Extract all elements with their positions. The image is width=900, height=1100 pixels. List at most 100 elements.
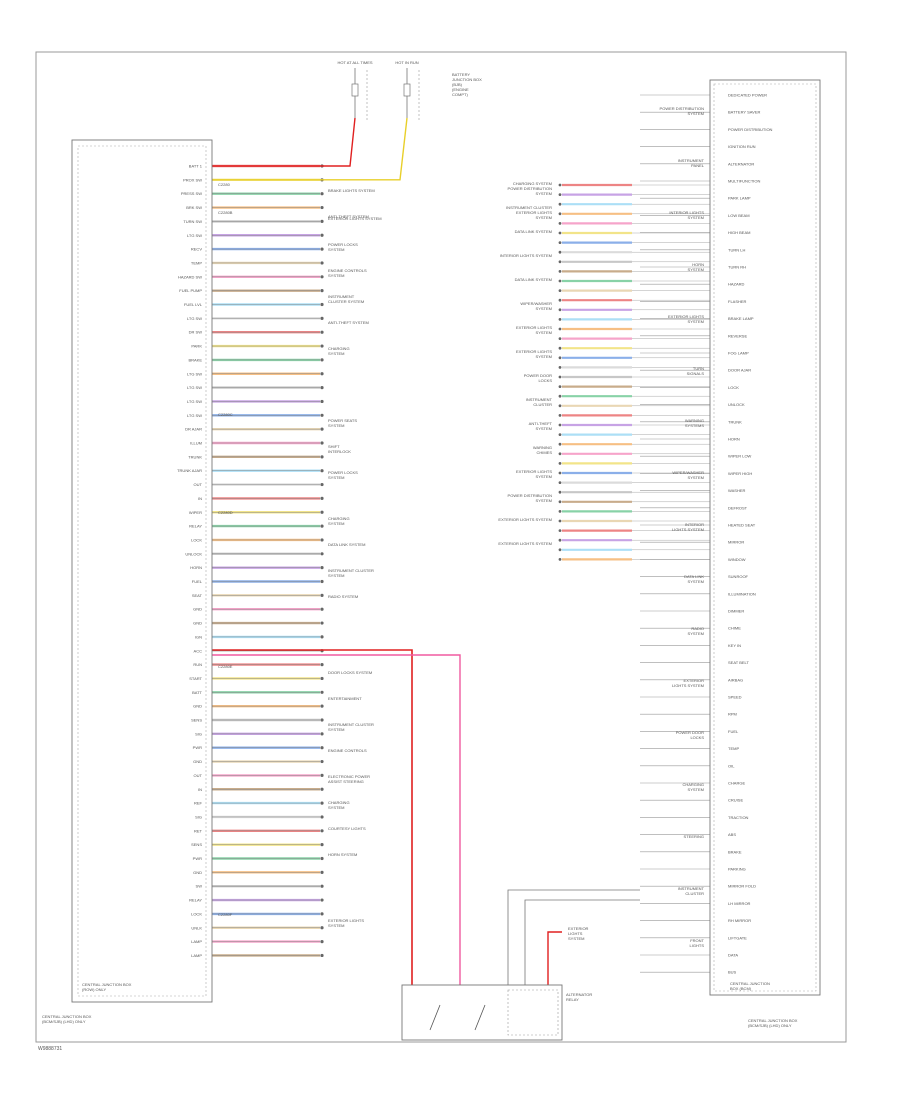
left-pin-label: HORN (190, 565, 202, 570)
right-pin-label: DATA (728, 953, 738, 958)
left-pin-label-line: FUEL PUMP (179, 288, 202, 293)
right-pin-label-line: HIGH BEAM (728, 230, 750, 235)
right-module-caption-line: (BCM/SJB) (LHD) ONLY (748, 1023, 792, 1028)
left-wire-terminal (320, 815, 324, 819)
feed-wire-hot (212, 117, 356, 167)
left-pin-label: RELAY (189, 898, 202, 903)
left-pin-label: TURN SW (183, 219, 202, 224)
right-pin-label-line: LIFTGATE (728, 935, 747, 940)
left-pin-label-line: PWR (193, 745, 202, 750)
right-pin-label: PARKING (728, 867, 746, 872)
mid-wire-terminal (558, 222, 562, 225)
left-system-label-line: ENTERTAINMENT (328, 696, 362, 701)
relay-contact (429, 1004, 441, 1031)
left-pin-label-line: HAZARD SW (178, 274, 202, 279)
right-pin-label-line: CHARGE (728, 781, 745, 786)
right-pin-label: CRUISE (728, 798, 743, 803)
left-system-label-line: ANTI-THEFT SYSTEM (328, 320, 369, 325)
right-pin-label-line: WIPER LOW (728, 454, 752, 459)
right-pin-label-line: FUEL (728, 729, 739, 734)
mid-wire-terminal (558, 442, 562, 446)
mid-system-label: EXTERIOR LIGHTS SYSTEM (498, 517, 552, 522)
left-system-label: BRAKE LIGHTS SYSTEM (328, 188, 375, 193)
left-wire-terminal (320, 233, 324, 237)
right-system-label-line: LOCKS (690, 735, 704, 740)
left-system-label: HORN SYSTEM (328, 852, 357, 857)
left-pin-label-line: TEMP (191, 260, 202, 265)
left-pin-label: GND (193, 704, 202, 709)
left-system-label: DOOR LOCKS SYSTEM (328, 670, 372, 675)
right-pin-label: BRAKE LAMP (728, 316, 754, 321)
left-wire-terminal (320, 773, 324, 778)
left-wire-terminal (320, 663, 324, 667)
mid-system-label-line: EXTERIOR LIGHTS (516, 349, 552, 354)
left-pin-label-line: ACC (194, 648, 203, 653)
right-system-label-line: SYSTEM (688, 787, 704, 792)
left-wire-terminal (320, 635, 324, 639)
mid-system-label: INTERIOR LIGHTS SYSTEM (500, 253, 552, 258)
left-system-label-line: BRAKE LIGHTS SYSTEM (328, 188, 375, 193)
right-pin-label-line: REVERSE (728, 333, 747, 338)
left-module-caption-line: CENTRAL JUNCTION BOX (42, 1014, 92, 1019)
left-connector-id: C2280C (218, 412, 233, 417)
ground-label-line: SYSTEM (568, 936, 584, 941)
relay-coil-box (507, 989, 559, 1036)
mid-system-label-line: INSTRUMENT CLUSTER (506, 205, 552, 210)
right-system-label-line: LIGHTS SYSTEM (672, 683, 704, 688)
left-wire-terminal (320, 829, 324, 833)
left-connector-id: C2280 (218, 182, 231, 187)
right-system-label-line: WIPER/WASHER (672, 470, 704, 475)
left-pin-label: FUEL LVL (184, 302, 203, 307)
mid-system-label-line: SYSTEM (536, 330, 552, 335)
mid-wire-terminal (558, 462, 562, 465)
left-pin-label: GND (193, 607, 202, 612)
right-pin-label-line: DIMMER (728, 609, 744, 614)
right-system-label-line: WARNING (685, 418, 704, 423)
relay-feed-wire-2 (212, 654, 461, 985)
left-wire-terminal (320, 718, 324, 722)
right-pin-label: FOG LAMP (728, 351, 749, 356)
right-pin-label: WASHER (728, 488, 746, 493)
left-system-label-line: POWER SEATS (328, 418, 357, 423)
left-pin-label: RELAY (189, 524, 202, 529)
ground-label-line: LIGHTS (568, 931, 583, 936)
mid-wire-terminal (558, 346, 562, 350)
right-system-label-line: SYSTEM (688, 319, 704, 324)
right-pin-label-line: KEY IN (728, 643, 741, 648)
mid-system-label-line: DATA LINK SYSTEM (515, 277, 552, 282)
relay-label-line: ALTERNATOR (566, 992, 592, 997)
left-pin-label: GND (193, 621, 202, 626)
right-pin-label: REVERSE (728, 333, 747, 338)
right-system-label-line: SYSTEM (688, 267, 704, 272)
mid-wire-terminal (558, 385, 562, 388)
mid-wire-terminal (558, 490, 562, 494)
left-wire-terminal (320, 621, 324, 625)
left-wire-terminal (320, 247, 324, 251)
right-module-caption-line: CENTRAL JUNCTION BOX (748, 1018, 798, 1023)
left-wire-terminal (320, 413, 324, 417)
mid-system-label: DATA LINK SYSTEM (515, 229, 552, 234)
left-wire-terminal (320, 746, 324, 750)
left-system-label: ANTI-THEFT SYSTEM (328, 214, 369, 219)
left-pin-label: SW (196, 884, 203, 889)
right-pin-label-line: LOCK (728, 385, 739, 390)
left-connector-id: C2280E (218, 664, 233, 669)
left-wire-terminal (320, 704, 324, 708)
left-wire-terminal (320, 219, 324, 223)
left-pin-label-line: SENS (191, 842, 202, 847)
right-pin-label-line: TURN LH (728, 247, 745, 252)
right-pin-label-line: RPM (728, 712, 737, 717)
right-pin-label: ILLUMINATION (728, 591, 756, 596)
left-wire-terminal (320, 330, 324, 334)
left-pin-label: LTG SW (187, 316, 202, 321)
left-wire-terminal (320, 759, 324, 764)
left-pin-label: RET (194, 828, 203, 833)
